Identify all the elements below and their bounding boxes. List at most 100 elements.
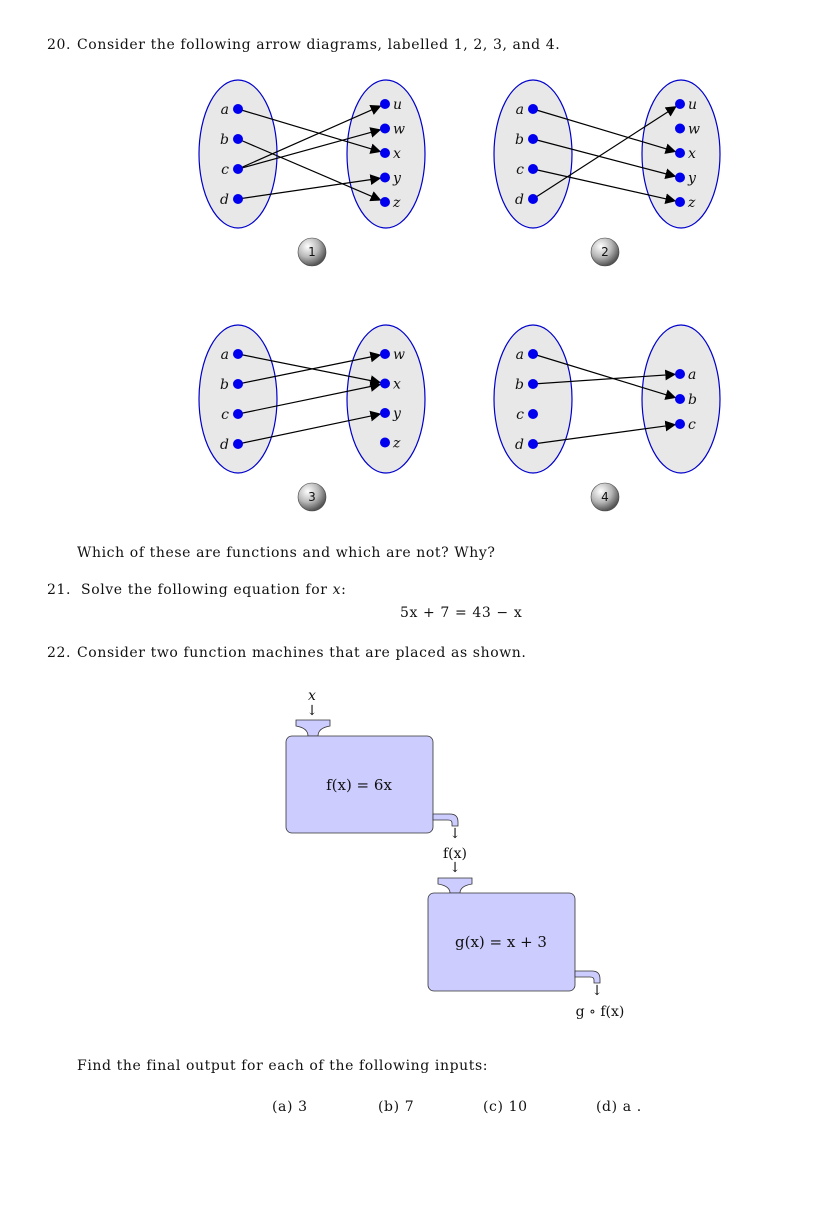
mapping-arrow: [237, 353, 382, 386]
q22-input-b: (b) 7: [378, 1099, 415, 1115]
mid-arrow: ↓: [449, 860, 461, 876]
domain-point: [233, 349, 243, 359]
diagram-number-ball: [590, 482, 620, 512]
domain-label: a: [221, 102, 229, 118]
diagram-number-ball: [590, 237, 620, 267]
machine1-spout: [432, 813, 459, 827]
machine1-body: [285, 735, 434, 834]
spout-arrow-1: ↓: [449, 826, 461, 842]
q21-colon: :: [341, 582, 347, 598]
diagram-number: 3: [308, 490, 316, 504]
spout-arrow-2: ↓: [591, 983, 603, 999]
diagram-number-ball: [297, 237, 327, 267]
codomain-point: [675, 394, 685, 404]
q21-instruction: Solve the following equation for: [81, 582, 328, 598]
codomain-point: [380, 99, 390, 109]
codomain-point: [675, 123, 685, 134]
mapping-arrow: [237, 105, 382, 170]
codomain-label: b: [688, 392, 697, 408]
mapping-arrow: [237, 138, 382, 202]
domain-point: [233, 439, 243, 449]
mapping-arrow: [532, 420, 677, 445]
codomain-label: y: [392, 171, 402, 187]
diagram-number: 4: [601, 490, 609, 504]
codomain-label: z: [392, 195, 401, 211]
domain-label: b: [515, 377, 524, 393]
q21-variable: x: [332, 582, 342, 598]
domain-label: a: [221, 347, 229, 363]
domain-label: a: [516, 347, 524, 363]
q22-number: 22.: [47, 645, 72, 661]
domain-ellipse: [198, 79, 278, 229]
q22-prompt: Find the final output for each of the fo…: [77, 1058, 489, 1074]
codomain-point: [380, 123, 390, 134]
q20-number: 20.: [47, 37, 72, 53]
domain-point: [528, 379, 538, 389]
mapping-arrow: [237, 381, 382, 415]
codomain-point: [380, 197, 390, 207]
codomain-label: x: [393, 146, 401, 162]
domain-point: [528, 164, 538, 174]
codomain-label: w: [688, 122, 700, 138]
codomain-point: [380, 349, 390, 359]
domain-label: b: [515, 132, 524, 148]
domain-point: [233, 104, 243, 114]
domain-label: a: [516, 102, 524, 118]
mapping-arrow: [532, 108, 677, 154]
domain-point: [233, 164, 243, 174]
codomain-point: [675, 99, 685, 109]
domain-point: [233, 379, 243, 389]
q21-text: Solve the following equation for x:: [81, 582, 346, 598]
codomain-point: [380, 437, 390, 448]
domain-point: [528, 134, 538, 144]
domain-label: b: [220, 132, 229, 148]
mapping-arrow: [237, 351, 382, 385]
codomain-label: x: [393, 377, 401, 393]
diagram-number: 1: [308, 245, 316, 259]
machine1-hopper: [295, 719, 331, 737]
diagram-number-ball: [297, 482, 327, 512]
domain-label: c: [516, 407, 524, 423]
codomain-label: z: [687, 195, 696, 211]
domain-point: [233, 409, 243, 419]
domain-point: [528, 409, 538, 419]
codomain-label: c: [688, 417, 696, 433]
codomain-point: [675, 369, 685, 379]
domain-point: [528, 439, 538, 449]
machine2-hopper: [437, 877, 473, 894]
codomain-label: x: [688, 146, 696, 162]
codomain-point: [380, 172, 390, 183]
q22-input-a: (a) 3: [272, 1099, 308, 1115]
domain-label: b: [220, 377, 229, 393]
domain-label: d: [515, 192, 524, 208]
codomain-label: u: [393, 97, 402, 113]
domain-label: d: [220, 437, 229, 453]
codomain-point: [675, 148, 685, 158]
machine-input-label: x: [308, 688, 316, 704]
q22-input-c: (c) 10: [483, 1099, 528, 1115]
codomain-point: [380, 378, 390, 389]
codomain-label: w: [393, 122, 405, 138]
domain-ellipse: [493, 79, 573, 229]
q21-number: 21.: [47, 582, 72, 598]
diagram-number: 2: [601, 245, 609, 259]
domain-point: [233, 194, 243, 204]
codomain-label: u: [688, 97, 697, 113]
mapping-arrow: [532, 369, 677, 385]
q22-text: Consider two function machines that are …: [77, 645, 527, 661]
machine2-rule: g(x) = x + 3: [455, 933, 547, 951]
codomain-label: z: [392, 436, 401, 452]
machine2-body: [427, 892, 576, 992]
q20-text: Consider the following arrow diagrams, l…: [77, 37, 561, 53]
mapping-arrow: [237, 174, 382, 200]
domain-label: d: [515, 437, 524, 453]
domain-point: [528, 194, 538, 204]
machine1-output-label: f(x): [443, 846, 467, 862]
codomain-point: [675, 197, 685, 207]
mapping-arrow: [237, 127, 382, 170]
